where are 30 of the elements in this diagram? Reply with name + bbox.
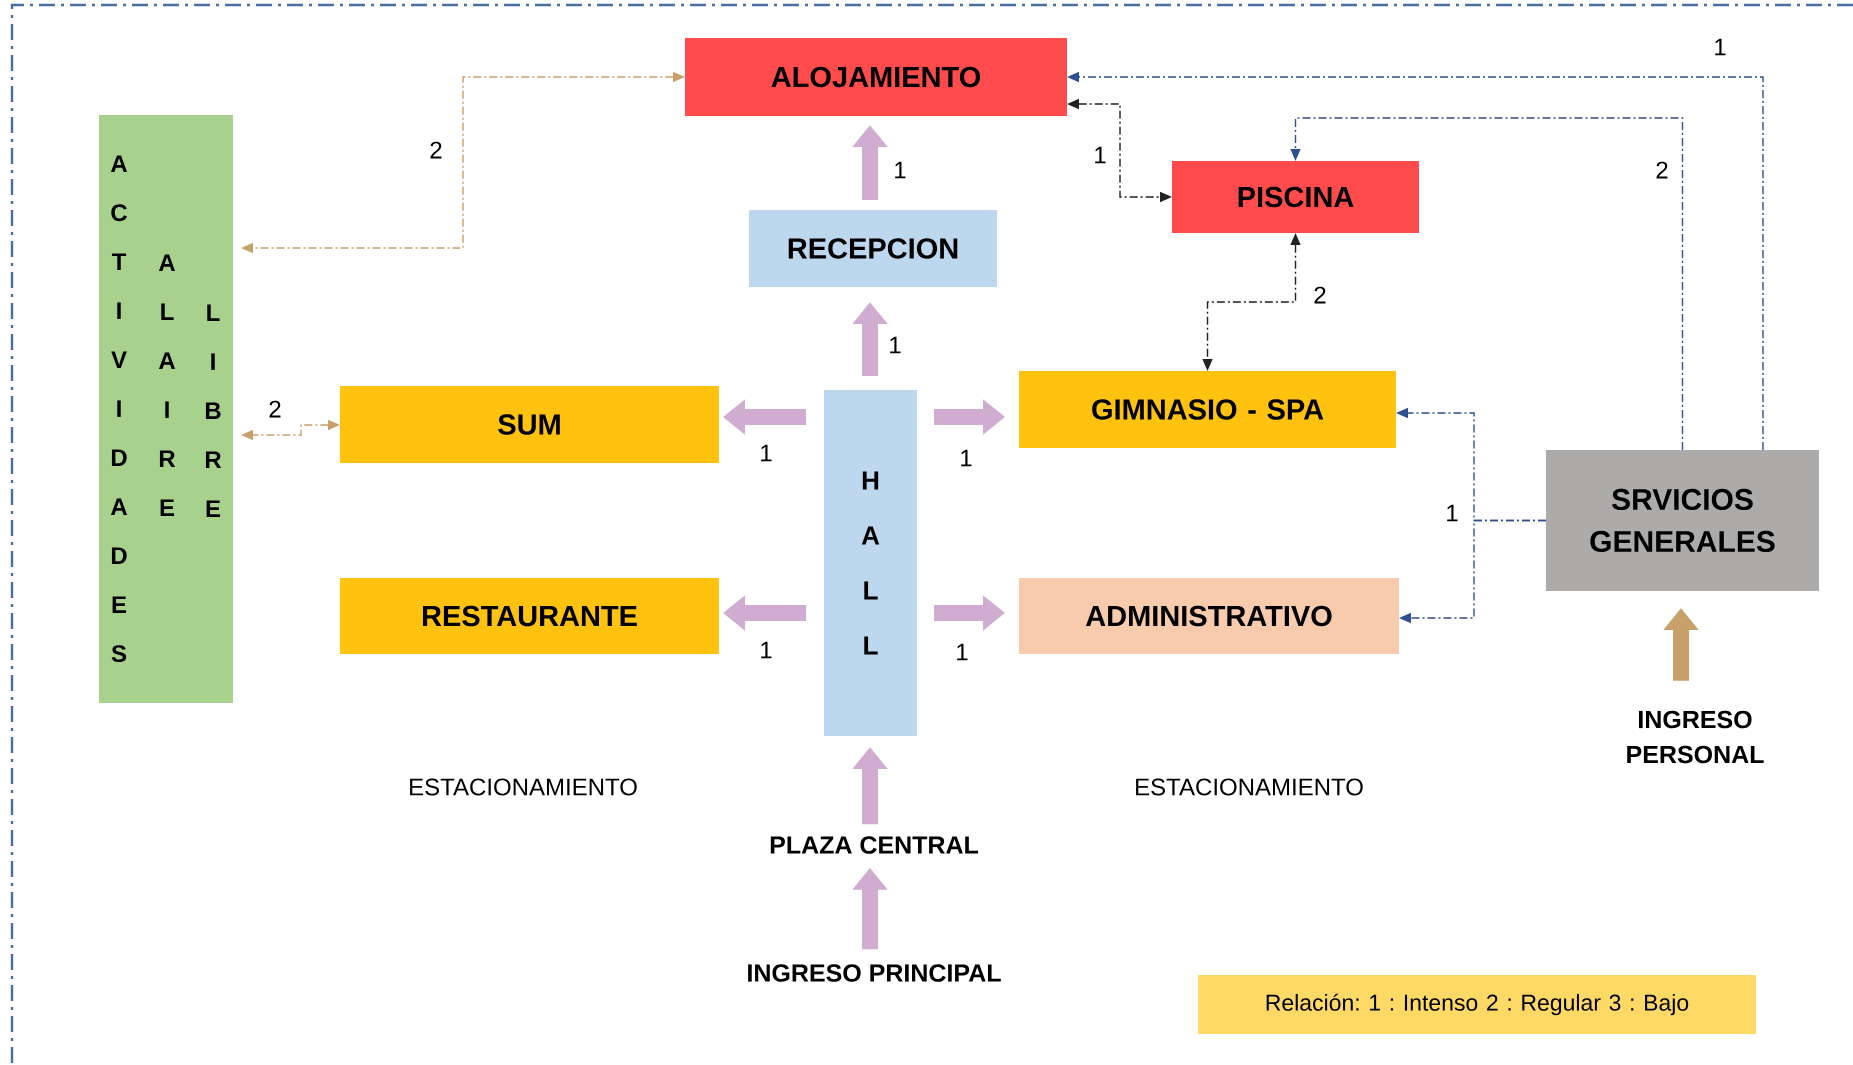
hall-column: HALL [824, 390, 917, 736]
area-label: ESTACIONAMIENTO [1136, 778, 1363, 796]
entrance-label: INGRESO PRINCIPAL [748, 964, 1001, 982]
edge-label: 1 [757, 442, 775, 464]
edge-label: 1 [953, 641, 971, 663]
edge-label: 1 [1443, 502, 1461, 524]
activity-column: ACTIVIDADES AL AIRE LIBRE [99, 115, 233, 703]
entrance-label: PLAZA CENTRAL [770, 836, 979, 854]
edge-label: 1 [957, 447, 975, 469]
edge-label: 2 [1311, 284, 1329, 306]
edge-label: 1 [886, 334, 904, 356]
room-box: SUM [340, 386, 719, 463]
edge-label: 1 [1711, 36, 1729, 58]
edge-label: 2 [266, 398, 284, 420]
note-box: Relación: 1 : Intenso 2 : Regular 3 : Bajo [1198, 975, 1756, 1034]
edge-label: 1 [891, 159, 909, 181]
room-box: GIMNASIO - SPA [1019, 371, 1396, 448]
edge-label: 1 [757, 639, 775, 661]
edge-label: 2 [427, 139, 445, 161]
entrance-label: INGRESO PERSONAL [1627, 710, 1764, 764]
service-box: SRVICIOS GENERALES [1546, 450, 1819, 591]
room-box: ALOJAMIENTO [685, 38, 1067, 116]
connector-line [1290, 117, 1684, 451]
room-box: RECEPCION [749, 210, 997, 287]
area-label: ESTACIONAMIENTO [410, 778, 637, 796]
room-box: RESTAURANTE [340, 578, 719, 654]
edge-label: 2 [1653, 159, 1671, 181]
room-box: ADMINISTRATIVO [1019, 578, 1399, 654]
edge-label: 1 [1091, 144, 1109, 166]
room-box: PISCINA [1172, 161, 1419, 233]
